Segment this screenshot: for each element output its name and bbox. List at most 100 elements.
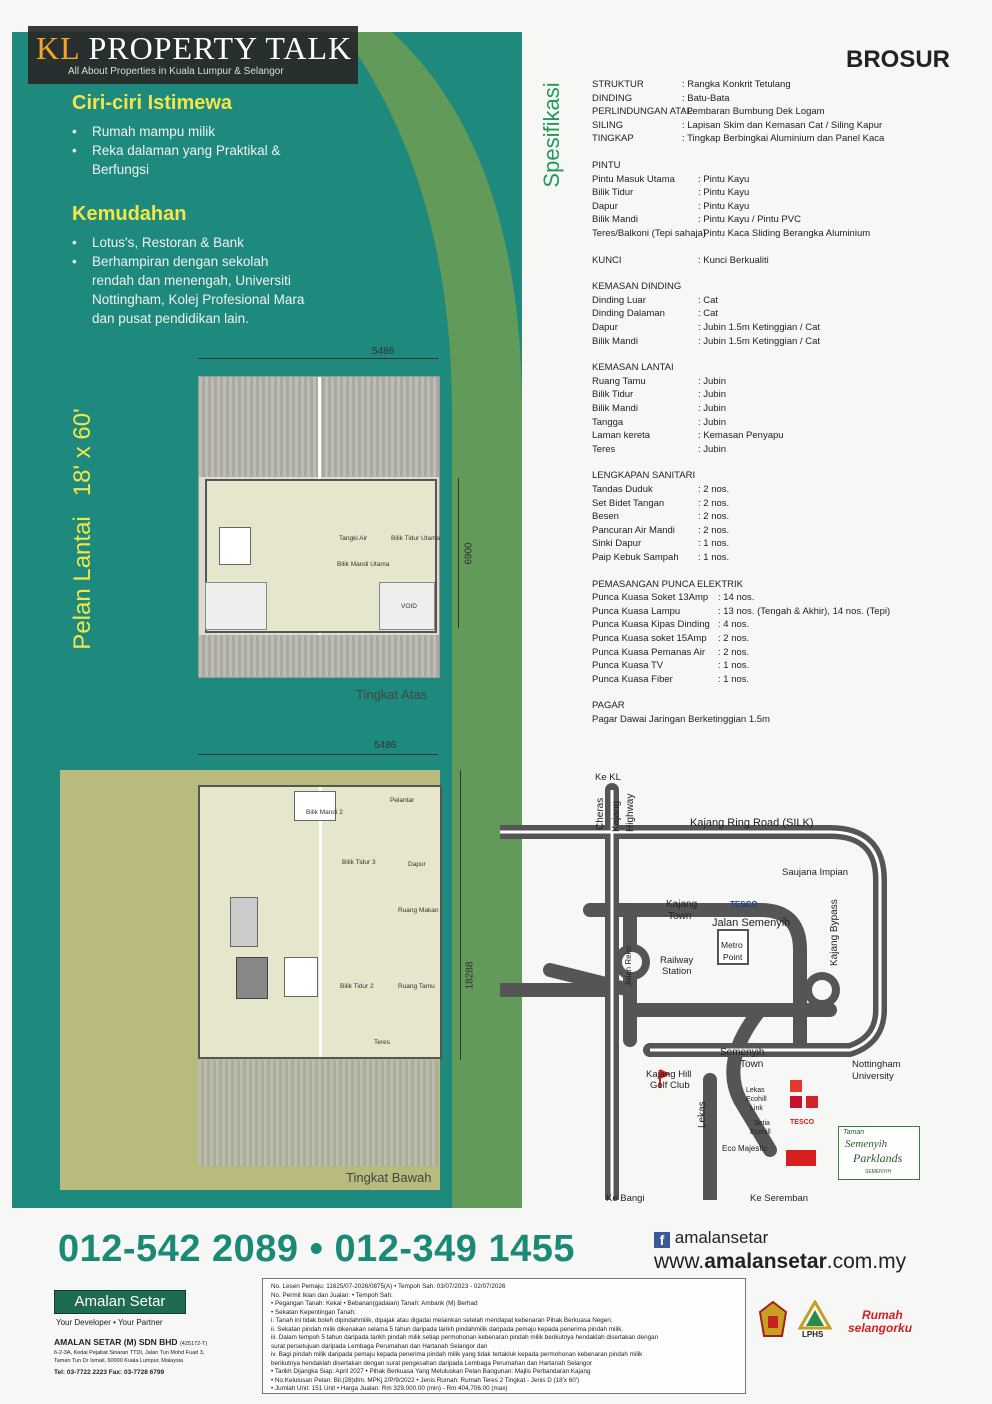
map-label: Kajang Bypass — [829, 899, 840, 966]
spec-key: Sinki Dapur — [592, 538, 642, 550]
map-label: TESCO — [790, 1119, 815, 1126]
spec-vertical-title: Spesifikasi — [539, 82, 564, 188]
spec-heading: PINTU — [592, 160, 621, 171]
legal-line: • Pegangan Tanah: Kekal • Bebanan(gadaia… — [271, 1300, 478, 1307]
amalan-setar-logo: Amalan Setar — [54, 1290, 186, 1314]
spec-value: : Jubin — [698, 375, 726, 387]
company-address: 6-2-3A, Kedai Pejabat Sinaran TTDI, Jala… — [54, 1350, 205, 1356]
map-label: Jalan Reko — [624, 945, 633, 986]
spec-key: Besen — [592, 511, 619, 523]
logo-tagline: All About Properties in Kuala Lumpur & S… — [68, 66, 284, 77]
spec-heading: KUNCI — [592, 254, 622, 266]
bed-icon — [284, 957, 318, 997]
spec-value: : Batu-Bata — [682, 92, 730, 104]
list-item: rendah dan menengah, Universiti — [92, 273, 291, 288]
map-label: Town — [668, 911, 692, 922]
road-semenyih — [726, 1003, 777, 1157]
upper-depth-dim: 6900 — [463, 542, 475, 565]
legal-disclaimer-box: No. Lesen Pemaju: 11625/07-2026/0875(A) … — [262, 1278, 746, 1394]
roundabout — [804, 972, 840, 1008]
company-name: AMALAN SETAR (M) SDN BHD (425172-T) — [54, 1337, 208, 1348]
spec-value: : Cat — [698, 308, 719, 320]
spec-value: : Jubin 1.5m Ketinggian / Cat — [698, 322, 820, 333]
room-label: Bilik Tidur Utama — [391, 535, 441, 542]
spec-value: : Pintu Kaca Sliding Berangka Aluminium — [698, 228, 871, 239]
kfc-icon — [790, 1096, 802, 1108]
mcdonalds-icon — [790, 1080, 802, 1092]
list-item: Rumah mampu milik — [72, 122, 332, 141]
phone-numbers[interactable]: 012-542 2089 • 012-349 1455 — [58, 1228, 576, 1270]
map-label: Saujana Impian — [782, 867, 849, 878]
map-label: Jalan Semenyih — [712, 917, 791, 929]
spec-key: Dapur — [592, 322, 618, 333]
sofa-icon — [236, 957, 268, 999]
void-left — [205, 582, 267, 630]
bed-icon — [219, 527, 251, 565]
legal-line: • No.Kelulusan Pelan: Bil.(28)dlm. MPKj … — [271, 1376, 580, 1384]
facebook-icon: f — [654, 1232, 670, 1248]
spec-key: Bilik Tidur — [592, 187, 634, 199]
map-label: Nottingham — [852, 1059, 901, 1070]
porch-roof — [199, 635, 439, 677]
spec-key: Punca Kuasa Kipas Dinding — [592, 619, 710, 631]
website-link[interactable]: www.amalansetar.com.my — [654, 1250, 907, 1273]
spec-key: PERLINDUNGAN ATAP — [592, 106, 694, 118]
spec-value: : Pintu Kayu / Pintu PVC — [698, 214, 801, 226]
map-label: Railway — [660, 955, 694, 966]
map-label: Metro — [721, 940, 743, 950]
legal-line: No. Permit Iklan dan Jualan: • Tempoh Sa… — [271, 1291, 393, 1299]
map-label-silk: Kajang Ring Road (SILK) — [690, 817, 814, 829]
spec-key: Dapur — [592, 200, 618, 212]
map-label: Semenyih — [720, 1047, 765, 1058]
olive-arc-decoration — [342, 32, 522, 1208]
spec-value: : 2 nos. — [718, 646, 750, 658]
spec-value: : 1 nos. — [718, 660, 750, 672]
upper-floor-plan: Tangki Air Bilik Tidur Utama Bilik Mandi… — [198, 376, 440, 678]
map-label: Station — [662, 966, 692, 977]
map-label: TESCO — [730, 900, 758, 909]
facebook-link[interactable]: f amalansetar — [654, 1228, 768, 1248]
spec-key: Pancuran Air Mandi — [592, 524, 675, 536]
spec-key: Bilik Mandi — [592, 214, 638, 226]
room-label: Bilik Tidur 2 — [340, 983, 374, 990]
bathroom-block — [294, 791, 336, 821]
map-label: Ke Bangi — [606, 1193, 645, 1204]
list-item: Reka dalaman yang Praktikal & — [72, 141, 332, 160]
map-label: Ecohill — [750, 1129, 771, 1136]
spec-value: : Pintu Kayu — [698, 200, 750, 212]
map-label: Link — [750, 1105, 763, 1112]
legal-line: berikutnya hendaklah disertakan dengan s… — [271, 1359, 593, 1367]
legal-line: ii. Sekatan pindah milik dikenakan selam… — [271, 1325, 624, 1333]
spec-value: : 14 nos. — [718, 592, 755, 604]
spec-key: Teres/Balkoni (Tepi sahaja) — [592, 228, 707, 239]
spec-value: : Pintu Kayu — [698, 187, 750, 199]
kl-property-talk-logo: KL PROPERTY TALK All About Properties in… — [28, 26, 358, 84]
spec-key: Punca Kuasa TV — [592, 660, 664, 672]
spec-value: : 1 nos. — [698, 538, 730, 550]
spec-value: : Cat — [698, 294, 719, 306]
spec-value: : Tingkap Berbingkai Aluminium dan Panel… — [682, 133, 885, 145]
dim-line — [198, 754, 438, 755]
spec-key: Tangga — [592, 416, 624, 428]
features-title: Ciri-ciri Istimewa — [72, 92, 233, 114]
company-slogan: Your Developer • Your Partner — [56, 1318, 163, 1327]
spec-key: Punca Kuasa Lampu — [592, 605, 681, 617]
spec-heading: LENGKAPAN SANITARI — [592, 470, 696, 482]
spec-key: Paip Kebuk Sampah — [592, 552, 679, 563]
spec-key: Bilik Mandi — [592, 403, 638, 414]
list-item: Berhampiran dengan sekolah — [72, 252, 352, 271]
room-label: Bilik Mandi 2 — [306, 809, 343, 816]
legal-line: i. Tanah ini tidak boleh dipindahmilik, … — [271, 1317, 613, 1324]
spec-value: : 2 nos. — [718, 633, 750, 644]
spec-key: Teres — [592, 443, 616, 455]
map-label: University — [852, 1071, 894, 1082]
upper-width-dim: 5486 — [372, 346, 395, 357]
spec-value: : Kunci Berkualiti — [698, 254, 769, 266]
map-label: Eco Majestic — [722, 1144, 768, 1153]
legal-line: surat persetujuan daripada Lembaga Perum… — [271, 1342, 488, 1350]
parklands-logo: Taman Semenyih Parklands SEMENYIH — [838, 1126, 920, 1180]
spec-key: Bilik Mandi — [592, 335, 638, 347]
map-label: Lekas — [697, 1101, 708, 1128]
party-wall — [319, 787, 322, 1057]
selangor-crest-icon — [758, 1300, 788, 1340]
